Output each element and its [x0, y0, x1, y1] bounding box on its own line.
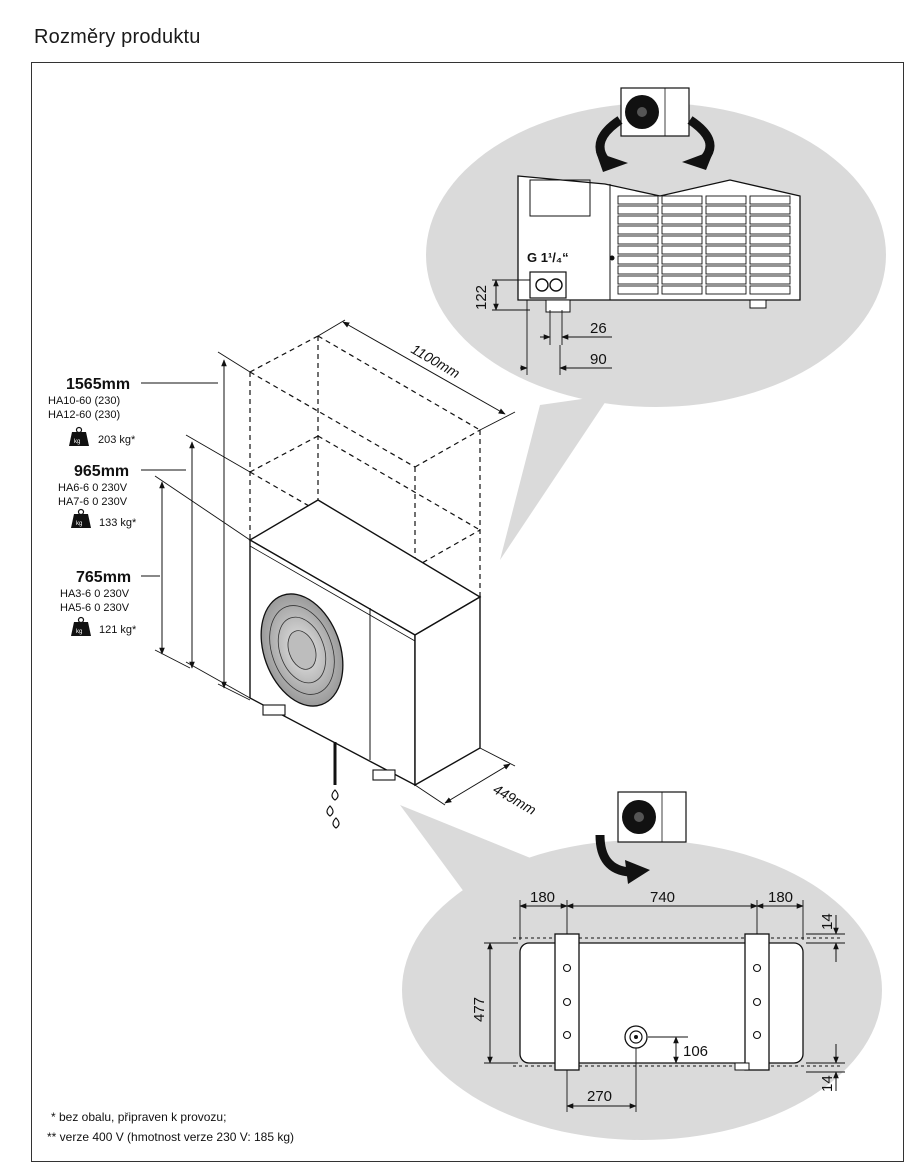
variant-model: HA10-60 (230): [48, 395, 120, 407]
dim-270: 270: [587, 1088, 612, 1105]
grille-slot: [749, 235, 791, 245]
grille-slot: [749, 205, 791, 215]
page-title: Rozměry produktu: [34, 26, 201, 48]
grille-slot: [661, 195, 703, 205]
variant-height: 1565mm: [66, 376, 130, 393]
variant-1565: 1565mm HA10-60 (230) HA12-60 (230) kg 20…: [48, 376, 136, 446]
grille-slot: [705, 255, 747, 265]
svg-text:kg: kg: [76, 629, 82, 635]
diagram-frame: [31, 62, 904, 1162]
grille-slot: [749, 225, 791, 235]
footnote-2: ** verze 400 V (hmotnost verze 230 V: 18…: [47, 1130, 294, 1144]
grille-slot: [617, 195, 659, 205]
dim-26: 26: [590, 320, 607, 337]
variant-weight: 121 kg*: [99, 624, 137, 636]
variant-weight: 133 kg*: [99, 517, 137, 529]
footnote-1: * bez obalu, připraven k provozu;: [51, 1110, 226, 1124]
grille-slot: [617, 265, 659, 275]
variant-weight: 203 kg*: [98, 434, 136, 446]
grille-slot: [749, 285, 791, 295]
grille-slot: [661, 205, 703, 215]
variant-height: 965mm: [74, 463, 129, 480]
grille-slot: [749, 195, 791, 205]
grille-slot: [617, 215, 659, 225]
weight-icon: kg: [71, 616, 91, 636]
dim-14-top: 14: [819, 913, 836, 930]
variant-model: HA5-6 0 230V: [60, 602, 130, 614]
grille-slot: [749, 265, 791, 275]
grille-slot: [617, 235, 659, 245]
tilt-unit-icon: [595, 791, 687, 884]
grille-slot: [661, 285, 703, 295]
grille-slot: [661, 275, 703, 285]
variant-model: HA12-60 (230): [48, 409, 120, 421]
variant-model: HA6-6 0 230V: [58, 482, 128, 494]
grille-slot: [705, 235, 747, 245]
dim-106: 106: [683, 1043, 708, 1060]
base-detail-bubble: 180 740 180 14 477 106 14 270: [400, 791, 882, 1140]
variant-model: HA3-6 0 230V: [60, 588, 130, 600]
grille-slot: [661, 215, 703, 225]
grille-slot: [661, 225, 703, 235]
heat-pump-unit: 1100mm 449mm: [141, 319, 540, 829]
grille-slot: [705, 285, 747, 295]
variant-model: HA7-6 0 230V: [58, 496, 128, 508]
unit-rear-view: [517, 175, 801, 313]
dim-90: 90: [590, 351, 607, 368]
rotate-unit-icon: [595, 87, 715, 172]
dim-width-1100: 1100mm: [409, 341, 464, 382]
dim-477: 477: [471, 997, 488, 1022]
grille-slot: [661, 265, 703, 275]
grille-slot: [749, 275, 791, 285]
grille-slot: [661, 245, 703, 255]
grille-slot: [705, 215, 747, 225]
condensate-drops: [326, 789, 340, 829]
grille-slot: [749, 215, 791, 225]
weight-icon: kg: [69, 426, 89, 446]
dim-180-left: 180: [530, 889, 555, 906]
svg-text:kg: kg: [74, 439, 80, 445]
grille-slot: [617, 205, 659, 215]
thread-size-label: G 1¹/₄“: [527, 250, 569, 265]
svg-text:kg: kg: [76, 521, 82, 527]
grille-slot: [705, 205, 747, 215]
grille-slot: [661, 255, 703, 265]
grille-slot: [705, 275, 747, 285]
grille-slot: [617, 275, 659, 285]
grille-slot: [617, 245, 659, 255]
dim-depth-449: 449mm: [491, 781, 540, 818]
variant-height: 765mm: [76, 569, 131, 586]
weight-icon: kg: [71, 508, 91, 528]
connection-detail-bubble: G 1¹/₄“ 122 26 90: [426, 87, 886, 560]
grille-slot: [705, 225, 747, 235]
grille-slot: [705, 195, 747, 205]
grille-slot: [617, 255, 659, 265]
variant-765: 765mm HA3-6 0 230V HA5-6 0 230V kg 121 k…: [60, 569, 137, 636]
grille-slot: [749, 245, 791, 255]
grille-slot: [705, 265, 747, 275]
dim-180-right: 180: [768, 889, 793, 906]
variant-965: 965mm HA6-6 0 230V HA7-6 0 230V kg 133 k…: [58, 463, 137, 529]
grille-slot: [617, 225, 659, 235]
grille-slot: [705, 245, 747, 255]
grille-slot: [617, 285, 659, 295]
fan-grille: [260, 593, 344, 707]
dim-122: 122: [473, 285, 490, 310]
grille-slot: [661, 235, 703, 245]
grille-slot: [749, 255, 791, 265]
dim-14-bottom: 14: [819, 1075, 836, 1092]
dim-740: 740: [650, 889, 675, 906]
